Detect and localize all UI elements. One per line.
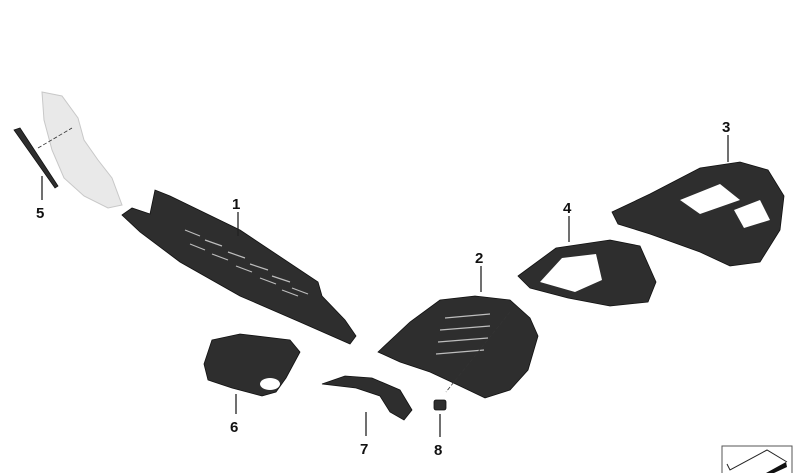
part-8-clip bbox=[433, 399, 447, 411]
callout-2: 2 bbox=[475, 250, 483, 267]
parts-catalog-icon[interactable] bbox=[721, 445, 793, 473]
part-3-air-duct-bracket bbox=[611, 161, 785, 267]
callout-7: 7 bbox=[360, 441, 368, 458]
callout-5: 5 bbox=[36, 205, 44, 222]
part-2-air-duct-grille bbox=[377, 295, 539, 399]
callout-8: 8 bbox=[434, 442, 442, 459]
part-7-bracket bbox=[321, 375, 413, 421]
part-1-grille bbox=[121, 189, 357, 345]
callout-3: 3 bbox=[722, 119, 730, 136]
callout-6: 6 bbox=[230, 419, 238, 436]
part-5-trim-strip bbox=[13, 127, 59, 189]
callout-4: 4 bbox=[563, 200, 572, 217]
ghost-bumper-part bbox=[41, 91, 123, 209]
part-6-fog-light-cover bbox=[203, 333, 301, 397]
callout-1: 1 bbox=[232, 196, 240, 213]
